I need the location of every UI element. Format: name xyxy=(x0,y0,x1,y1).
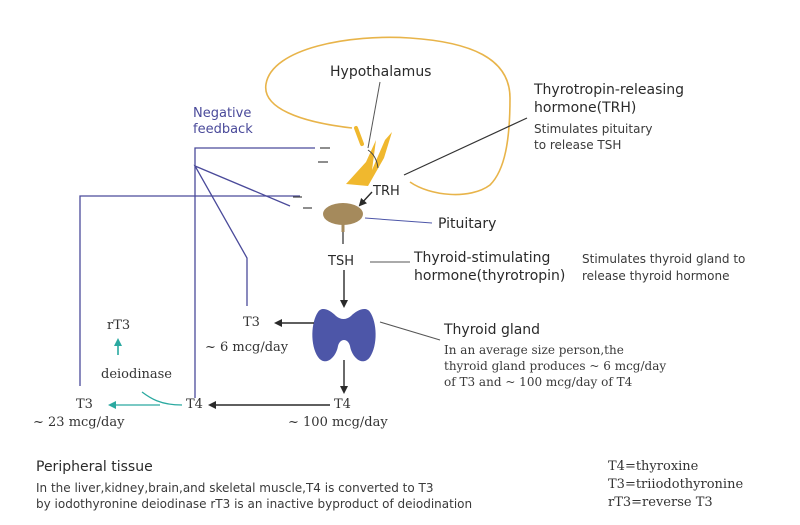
feedback-line-t3-to-hypothalamus xyxy=(79,195,300,386)
thyroid-pointer xyxy=(379,321,441,341)
trh-arrow xyxy=(358,191,373,207)
hypothalamus-outline xyxy=(265,36,511,196)
t3-thyroid-amount: ~ 6 mcg/day xyxy=(205,340,289,355)
pituitary-label: Pituitary xyxy=(438,216,497,232)
t3-peripheral-label: T3 xyxy=(76,397,93,412)
t4-thyroid-amount: ~ 100 mcg/day xyxy=(288,415,388,430)
peripheral-tissue-line-2: by iodothyronine deiodinase rT3 is an in… xyxy=(36,497,473,511)
rt3-label: rT3 xyxy=(107,318,131,333)
trh-title-2: hormone(TRH) xyxy=(534,100,637,116)
tsh-title-2: hormone(thyrotropin) xyxy=(414,268,566,284)
negative-feedback-label-1: Negative xyxy=(193,106,252,121)
trh-desc-2: to release TSH xyxy=(534,138,622,152)
peripheral-tissue-title: Peripheral tissue xyxy=(36,459,153,475)
negative-feedback-label-2: feedback xyxy=(193,122,253,137)
t4-thyroid-label: T4 xyxy=(334,397,351,412)
trh-glyph xyxy=(346,132,392,186)
feedback-line-t3thyroid-to-pituitary xyxy=(193,164,291,306)
pituitary-gland xyxy=(323,203,363,225)
deiodinase-arrow xyxy=(141,391,183,406)
tsh-desc-2: release thyroid hormone xyxy=(582,269,730,283)
thyroid-desc-2: thyroid gland produces ~ 6 mcg/day xyxy=(444,359,667,373)
tsh-desc-1: Stimulates thyroid gland to xyxy=(582,252,746,266)
thyroid-gland xyxy=(312,309,376,362)
legend-t4: T4=thyroxine xyxy=(608,459,699,474)
thyroid-title: Thyroid gland xyxy=(444,322,541,338)
legend-t3: T3=triiodothyronine xyxy=(608,477,744,492)
trh-glyph-tick xyxy=(354,126,364,146)
trh-short-label: TRH xyxy=(373,184,400,199)
tsh-short-label: TSH xyxy=(328,254,354,269)
thyroid-desc-3: of T3 and ~ 100 mcg/day of T4 xyxy=(444,375,633,389)
trh-desc-1: Stimulates pituitary xyxy=(534,122,653,136)
thyroid-desc-1: In an average size person,the xyxy=(444,343,624,357)
t3-thyroid-label: T3 xyxy=(243,315,260,330)
deiodinase-label: deiodinase xyxy=(101,367,172,382)
legend-rt3: rT3=reverse T3 xyxy=(608,495,713,510)
feedback-line-t4-to-hypothalamus xyxy=(194,147,315,398)
t3-peripheral-amount: ~ 23 mcg/day xyxy=(33,415,125,430)
peripheral-tissue-line-1: In the liver,kidney,brain,and skeletal m… xyxy=(36,481,434,495)
hypothalamus-label: Hypothalamus xyxy=(330,64,432,80)
hypothalamus-pointer xyxy=(367,81,381,149)
trh-title-1: Thyrotropin-releasing xyxy=(534,82,685,98)
tsh-title-1: Thyroid-stimulating xyxy=(414,250,551,266)
t4-peripheral-label: T4 xyxy=(186,397,203,412)
pituitary-pointer xyxy=(364,217,433,224)
trh-arc xyxy=(367,149,379,169)
trh-pointer xyxy=(403,117,528,176)
